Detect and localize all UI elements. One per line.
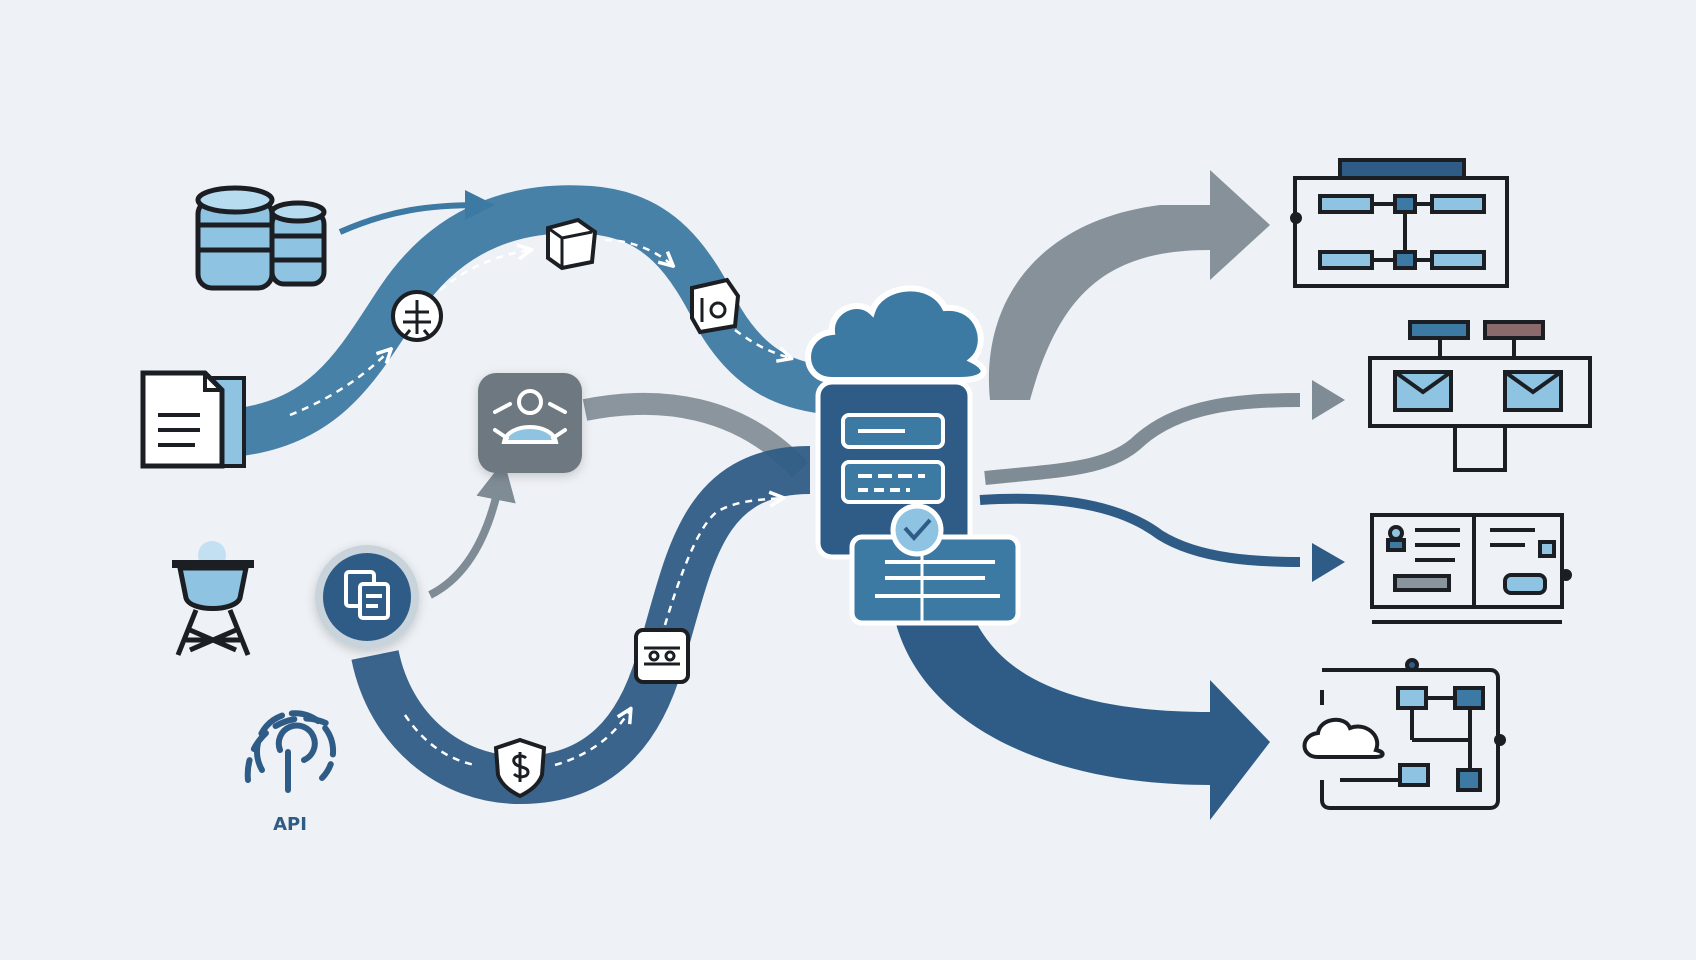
- outbound-blue-middle: [979, 493, 1301, 567]
- outbound-gray-middle: [984, 393, 1301, 485]
- mail-network-output-icon: [1368, 320, 1592, 472]
- inbound-flows: [236, 185, 829, 805]
- cloud-network-output-icon: [1302, 658, 1506, 810]
- database-flow-arrow: [338, 190, 495, 235]
- document-icon: [140, 370, 246, 469]
- shield-dollar-icon: [493, 737, 547, 799]
- outbound-flows: [895, 170, 1345, 820]
- upper-ribbon-dashes: [289, 350, 390, 417]
- compass-node-icon: [391, 290, 443, 342]
- dashboard-output-icon: [1370, 513, 1572, 624]
- api-icon: API: [244, 710, 337, 835]
- api-label: API: [273, 814, 307, 835]
- database-icon: [195, 185, 327, 291]
- central-hub: [805, 285, 1021, 626]
- outbound-dark-bottom: [895, 620, 1270, 820]
- user-profile-tile: [478, 373, 582, 473]
- cloud-icon: [805, 285, 987, 383]
- upper-data-ribbon: [236, 185, 829, 456]
- gray-transform-ribbon: [428, 460, 516, 599]
- outbound-gray-top: [988, 170, 1270, 400]
- settings-panel-icon: [634, 628, 690, 684]
- water-tower-icon: [172, 541, 254, 656]
- lock-cube-icon: [690, 277, 741, 335]
- gray-profile-ribbon: [582, 392, 809, 478]
- transform-circle-icon: [315, 545, 419, 649]
- check-pin-icon: [890, 503, 944, 557]
- package-box-icon: [546, 217, 598, 271]
- org-chart-output-icon: [1290, 158, 1509, 288]
- lower-data-ribbon: [351, 446, 811, 805]
